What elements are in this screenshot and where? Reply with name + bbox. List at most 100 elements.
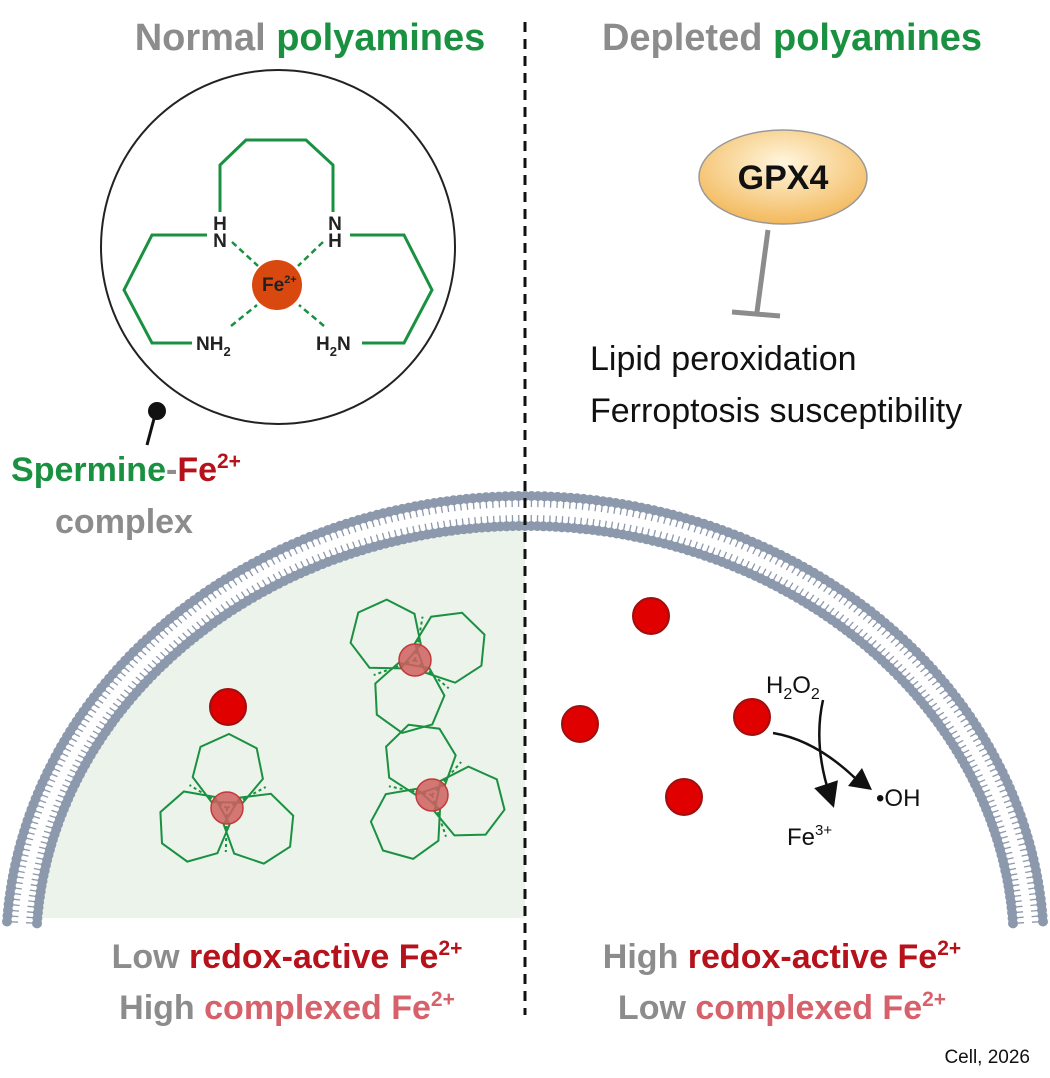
- lipid-tail: [169, 618, 178, 628]
- lipid-tail: [139, 672, 149, 681]
- lipid-tail: [436, 521, 441, 533]
- lipid-tail: [715, 549, 722, 561]
- lipid-tail: [770, 573, 778, 585]
- lipid-tail: [29, 889, 41, 893]
- lipid-tail: [549, 496, 552, 508]
- lipid-tail: [959, 749, 970, 756]
- lipid-tail: [757, 546, 765, 557]
- lipid-tail: [693, 521, 699, 533]
- lipid-tail: [208, 589, 217, 599]
- lipid-tail: [369, 536, 375, 548]
- lipid-tail: [920, 693, 930, 702]
- lipid-tail: [927, 702, 938, 711]
- lipid-tail: [845, 621, 854, 631]
- lipid-tail: [848, 599, 857, 610]
- lipid-tail: [333, 527, 339, 539]
- lipid-tail: [999, 787, 1011, 793]
- lipid-tail: [833, 589, 842, 599]
- lipid-tail: [240, 591, 249, 602]
- lipid-tail: [120, 664, 130, 673]
- lipid-tail: [10, 886, 22, 890]
- lipid-tail: [291, 543, 298, 555]
- lipid-tail: [414, 506, 418, 518]
- lipid-tail: [79, 715, 90, 723]
- lipid-tail: [504, 496, 507, 508]
- lipid-tail: [953, 706, 964, 714]
- lipid-tail: [738, 558, 745, 569]
- lipid-tail: [963, 720, 974, 728]
- lipid-tail: [150, 634, 160, 644]
- lipid-tail: [606, 501, 611, 514]
- lipid-tail: [37, 851, 49, 856]
- lipid-tail: [1012, 922, 1025, 925]
- lipid-tail: [7, 915, 19, 918]
- lipid-tail: [376, 514, 381, 526]
- lipid-tail: [109, 707, 120, 715]
- lipid-tail: [657, 531, 663, 543]
- lipid-tail: [993, 825, 1005, 830]
- lipid-tail: [127, 685, 138, 693]
- lipid-tail: [721, 551, 728, 563]
- lipid-tail: [351, 521, 357, 533]
- lipid-tail: [235, 572, 243, 583]
- left-bottom-line1: Low redox-active Fe2+: [112, 937, 463, 976]
- lipid-tail: [868, 640, 877, 649]
- lipid-tail: [30, 884, 42, 887]
- lipid-tail: [263, 557, 270, 568]
- lipid-tail: [920, 664, 930, 673]
- lipid-tail: [188, 603, 197, 613]
- lipid-tail: [903, 647, 913, 656]
- lipid-tail: [375, 534, 381, 546]
- lipid-tail: [885, 655, 895, 665]
- lipid-tail: [940, 720, 951, 728]
- lipid-tail: [352, 541, 358, 553]
- lipid-tail: [31, 809, 43, 814]
- lipid-tail: [224, 579, 233, 589]
- lipid-tail: [974, 779, 986, 785]
- lipid-tail: [935, 682, 946, 691]
- lipid-tail: [452, 500, 456, 512]
- lipid-tail: [412, 525, 416, 537]
- lipid-tail: [692, 541, 698, 553]
- lipid-tail: [346, 543, 352, 555]
- lipid-tail: [123, 689, 134, 698]
- lipid-tail: [681, 517, 687, 529]
- right-bottom-complexed: complexed Fe: [695, 989, 922, 1027]
- lipid-tail: [77, 754, 89, 761]
- lipid-tail: [588, 499, 591, 511]
- lipid-tail: [82, 711, 94, 718]
- lipid-tail: [585, 518, 589, 530]
- lipid-tail: [749, 563, 756, 574]
- lipid-tail: [474, 517, 477, 529]
- lipid-tail: [939, 687, 950, 695]
- lipid-tail: [191, 625, 200, 635]
- lipid-tail: [44, 776, 56, 783]
- lipid-tail: [27, 905, 39, 909]
- lipid-tail: [978, 745, 990, 752]
- right-title-depleted: Depleted: [602, 17, 773, 59]
- lipid-tail: [137, 647, 147, 656]
- lipid-tail: [710, 547, 716, 559]
- lipid-tail: [597, 519, 601, 531]
- lipid-tail: [26, 916, 38, 919]
- lipid-tail: [656, 511, 662, 523]
- lipid-tail: [1029, 898, 1041, 901]
- lipid-tail: [406, 527, 411, 539]
- lipid-tail: [430, 522, 435, 534]
- lipid-tail: [977, 784, 988, 790]
- lipid-tail: [455, 519, 459, 531]
- lipid-tail: [89, 701, 100, 709]
- amine-n-top-right: N: [328, 214, 342, 235]
- lipid-tail: [274, 551, 281, 563]
- lipid-tail: [765, 571, 772, 582]
- lipid-tail: [80, 749, 91, 756]
- lipid-tail: [1001, 851, 1013, 856]
- lipid-tail: [257, 560, 265, 571]
- lipid-tail: [579, 517, 583, 529]
- lipid-tail: [705, 525, 711, 537]
- lipid-tail: [225, 600, 234, 611]
- lipid-tail: [49, 766, 61, 773]
- lipid-tail: [120, 693, 130, 702]
- spermine-fe-zoom: H N N H NH2 H2N Fe2+: [100, 69, 456, 446]
- lipid-tail: [687, 539, 693, 551]
